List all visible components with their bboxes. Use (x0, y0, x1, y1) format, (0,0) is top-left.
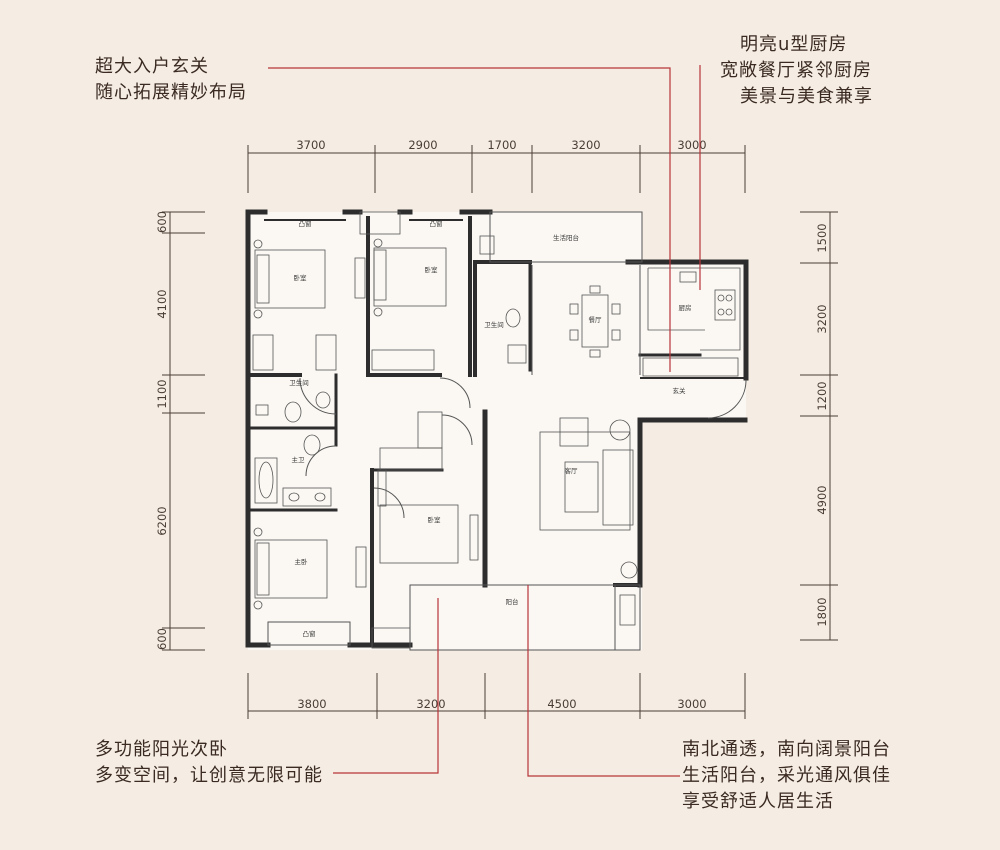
dim-top-3: 1700 (487, 138, 516, 152)
callout-kitchen: 明亮u型厨房 宽敞餐厅紧邻厨房 美景与美食兼享 (720, 32, 873, 110)
dim-left-1: 600 (155, 211, 169, 233)
callout-kitchen-line-2: 宽敞餐厅紧邻厨房 (720, 60, 872, 81)
label-bay-window-3: 凸窗 (303, 629, 316, 638)
label-balcony: 阳台 (506, 597, 519, 606)
callout-balcony-line-3: 享受舒适人居生活 (682, 791, 834, 812)
dim-right-2: 3200 (815, 304, 829, 333)
dim-right-1: 1500 (815, 223, 829, 252)
dim-left-4: 6200 (155, 506, 169, 535)
label-master-bedroom: 主卧 (295, 557, 309, 566)
furniture (252, 211, 741, 649)
callout-kitchen-line-3: 美景与美食兼享 (740, 86, 873, 107)
label-bathroom-2: 卫生间 (484, 320, 504, 329)
room-labels: 凸窗 凸窗 凸窗 卧室 卧室 卧室 主卧 主卫 卫生间 卫生间 生活阳台 餐厅 … (289, 219, 691, 638)
dim-bottom-2: 3200 (416, 697, 445, 711)
dim-left-2: 4100 (155, 289, 169, 318)
dim-bottom-3: 4500 (547, 697, 576, 711)
label-foyer: 玄关 (673, 386, 687, 395)
label-kitchen: 厨房 (679, 303, 692, 312)
callout-kitchen-line-1: 明亮u型厨房 (740, 34, 848, 55)
callout-entry: 超大入户玄关 随心拓展精妙布局 (95, 54, 247, 106)
label-bathroom-1: 卫生间 (289, 378, 309, 387)
dim-left-3: 1100 (155, 379, 169, 408)
label-bedroom-3: 卧室 (428, 515, 442, 524)
dim-top-2: 2900 (408, 138, 437, 152)
dim-top-4: 3200 (571, 138, 600, 152)
callout-bedroom-line-2: 多变空间，让创意无限可能 (95, 765, 323, 786)
callout-entry-line-2: 随心拓展精妙布局 (95, 82, 247, 103)
label-bedroom-2: 卧室 (425, 265, 439, 274)
dim-right-3: 1200 (815, 381, 829, 410)
leader-lines (268, 65, 701, 777)
dim-bottom-1: 3800 (297, 697, 326, 711)
label-bay-window-1: 凸窗 (299, 219, 312, 228)
label-bay-window-2: 凸窗 (430, 219, 443, 228)
callout-bedroom: 多功能阳光次卧 多变空间，让创意无限可能 (95, 737, 323, 789)
label-dining: 餐厅 (589, 315, 603, 324)
callout-entry-line-1: 超大入户玄关 (95, 56, 209, 77)
label-living-room: 客厅 (565, 466, 579, 475)
dim-bottom-4: 3000 (677, 697, 706, 711)
callout-balcony-line-2: 生活阳台，采光通风俱佳 (682, 765, 891, 786)
label-living-balcony: 生活阳台 (553, 233, 579, 242)
dim-right-5: 1800 (815, 597, 829, 626)
label-bedroom-1: 卧室 (294, 273, 308, 282)
callout-balcony-line-1: 南北通透，南向阔景阳台 (682, 739, 891, 760)
callout-bedroom-line-1: 多功能阳光次卧 (95, 739, 228, 760)
room-fills (248, 212, 746, 650)
thin-lines (267, 211, 747, 651)
dimension-lines (162, 145, 838, 719)
dim-top-5: 3000 (677, 138, 706, 152)
callout-balcony: 南北通透，南向阔景阳台 生活阳台，采光通风俱佳 享受舒适人居生活 (682, 737, 891, 815)
dim-top-1: 3700 (296, 138, 325, 152)
dim-right-4: 4900 (815, 485, 829, 514)
dim-left-5: 600 (155, 628, 169, 650)
label-master-bath: 主卫 (292, 455, 306, 464)
